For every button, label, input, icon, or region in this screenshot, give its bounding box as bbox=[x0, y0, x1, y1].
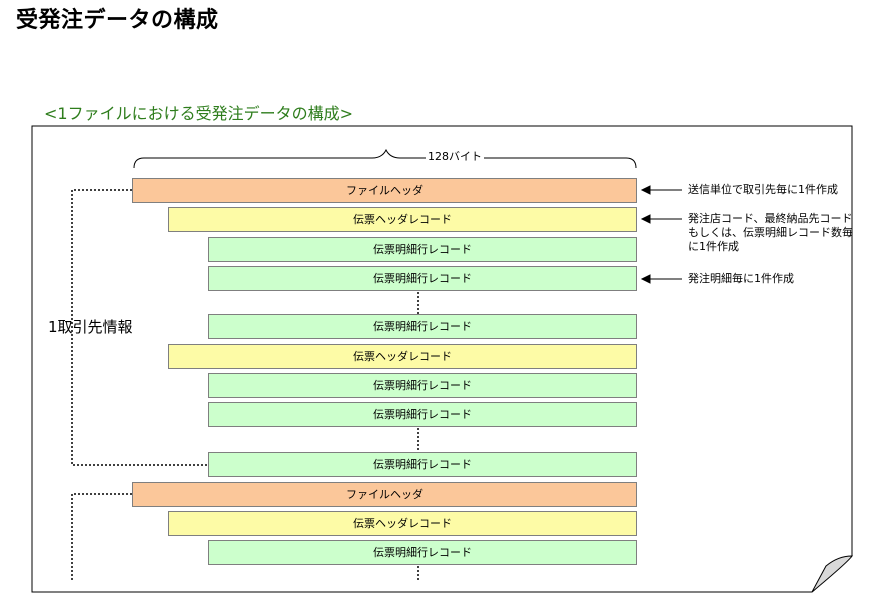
slip-header-note-line1: 発注店コード、最終納品先コード bbox=[688, 212, 853, 225]
slip-detail-record: 伝票明細行レコード bbox=[208, 314, 637, 339]
slip-detail-record: 伝票明細行レコード bbox=[208, 452, 637, 477]
arrow bbox=[640, 274, 682, 284]
file-header-record: ファイルヘッダ bbox=[132, 482, 637, 507]
slip-header-record: 伝票ヘッダレコード bbox=[168, 344, 637, 369]
slip-detail-record: 伝票明細行レコード bbox=[208, 237, 637, 262]
file-header-note: 送信単位で取引先毎に1件作成 bbox=[688, 183, 838, 196]
arrow bbox=[640, 214, 682, 224]
slip-detail-record: 伝票明細行レコード bbox=[208, 266, 637, 291]
trading-partner-group-label: 1取引先情報 bbox=[48, 318, 133, 336]
slip-header-record: 伝票ヘッダレコード bbox=[168, 511, 637, 536]
group-bracket bbox=[71, 189, 208, 466]
page-curl bbox=[811, 555, 853, 593]
file-header-record: ファイルヘッダ bbox=[132, 178, 637, 203]
slip-header-record: 伝票ヘッダレコード bbox=[168, 207, 637, 232]
slip-detail-record: 伝票明細行レコード bbox=[208, 402, 637, 427]
group-bracket-next bbox=[71, 493, 132, 582]
page-title: 受発注データの構成 bbox=[16, 8, 219, 33]
section-heading: <1ファイルにおける受発注データの構成> bbox=[44, 104, 353, 123]
width-brace bbox=[133, 148, 637, 169]
slip-detail-record: 伝票明細行レコード bbox=[208, 373, 637, 398]
slip-detail-record: 伝票明細行レコード bbox=[208, 540, 637, 565]
record-width-label: 128バイト bbox=[426, 148, 484, 164]
arrow bbox=[640, 185, 682, 195]
slip-detail-note: 発注明細毎に1件作成 bbox=[688, 272, 794, 285]
slip-header-note-line3: に1件作成 bbox=[688, 240, 739, 253]
slip-header-note-line2: もしくは、伝票明細レコード数毎 bbox=[688, 226, 853, 239]
